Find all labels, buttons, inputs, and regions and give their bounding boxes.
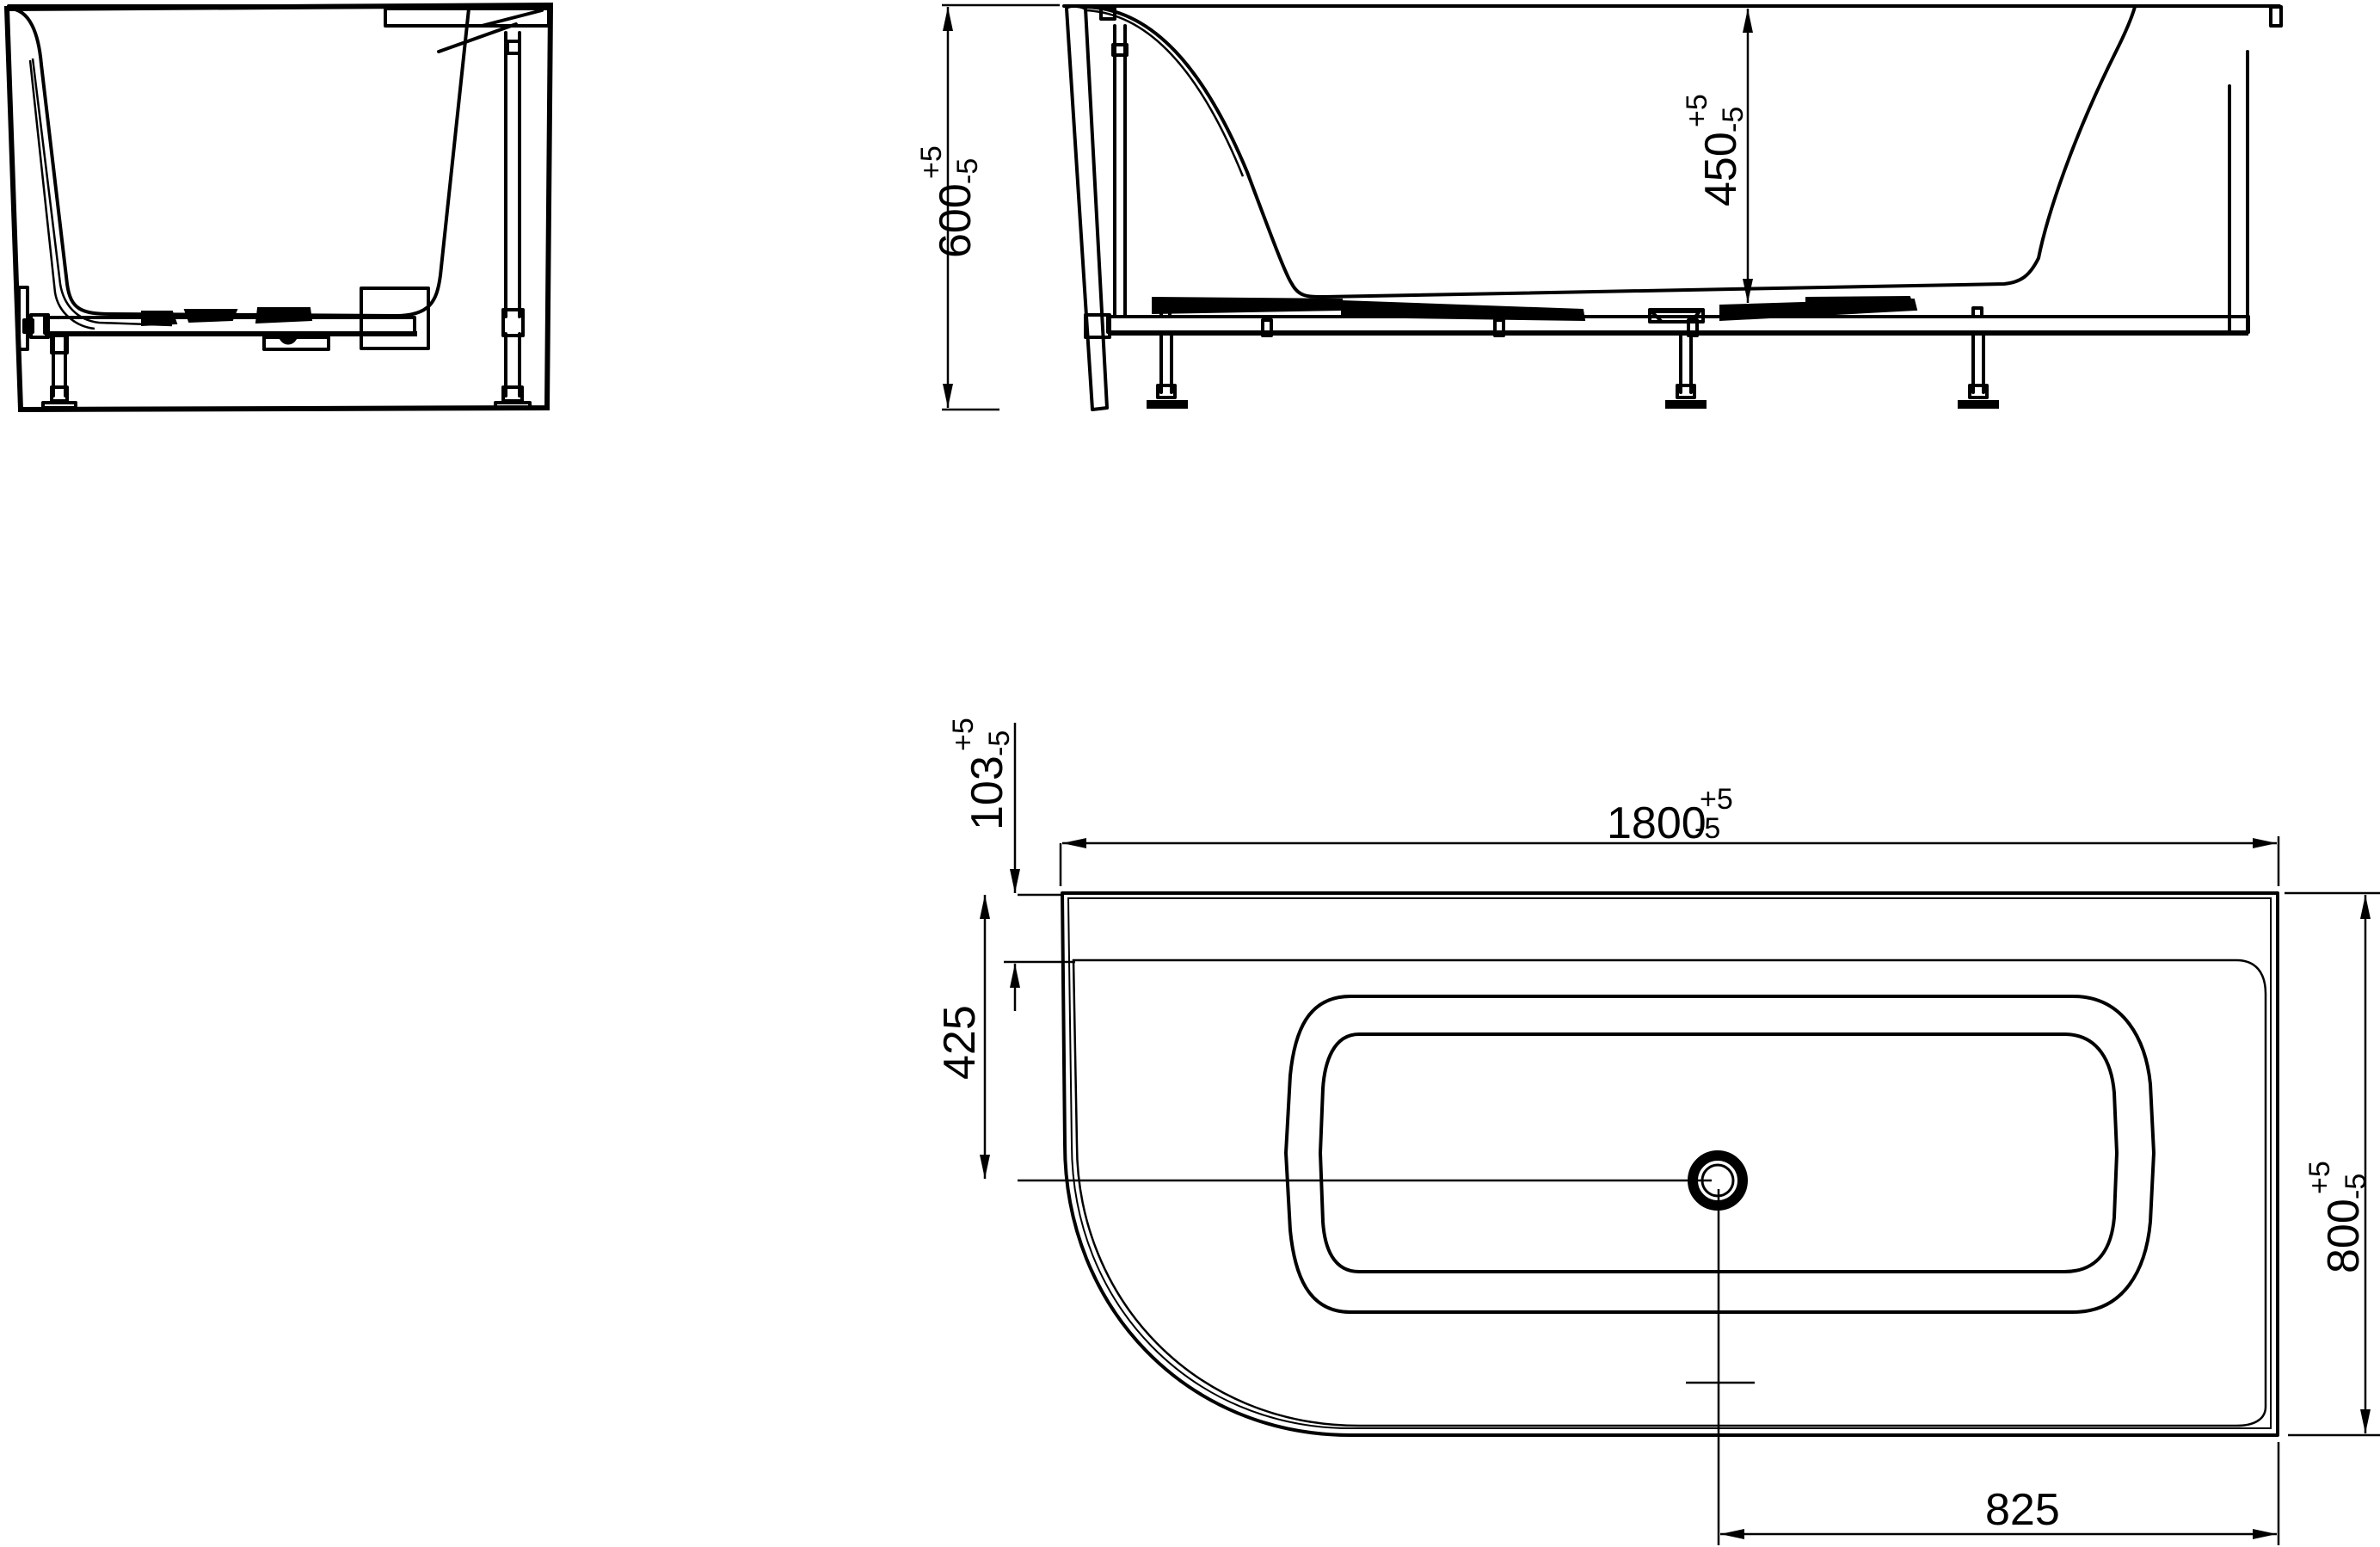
rim-width-tol-minus: -5 [983,730,1016,756]
depth-inner-tol-minus: -5 [1717,107,1750,133]
dimension-height-total: 600 +5 -5 [915,3,1060,411]
side-elevation-view: 600 +5 -5 450 +5 -5 [915,3,2283,411]
rim-width-tol-plus: +5 [947,718,980,751]
side-view-leg-1 [1147,332,1188,409]
dimension-drain-offset-y: 425 [935,895,990,1179]
end-view-leg-left [41,332,77,410]
plan-basin-outer [1284,995,2156,1314]
plan-view: 1800 +5 -5 800 +5 -5 103 [935,718,2380,1545]
width-tol-minus: -5 [2340,1174,2372,1199]
length-tol-minus: -5 [1694,812,1720,845]
tub-shell [7,7,470,317]
plan-rim-inner [1072,958,2267,1427]
dimension-rim-width: 103 +5 -5 [947,718,1075,1011]
height-total-value: 600 [931,183,981,258]
side-view-frame-bar [1106,315,2250,334]
plan-outer-outline [1061,891,2279,1437]
side-view-apron [1065,4,1109,411]
drain-offset-y-value: 425 [935,1005,985,1080]
dimension-depth-inner: 450 +5 -5 [1681,9,1753,303]
length-tol-plus: +5 [1700,783,1733,816]
width-tol-plus: +5 [2303,1161,2336,1194]
length-value: 1800 [1607,798,1707,848]
side-view-leg-2 [1665,332,1707,409]
width-value: 800 [2319,1199,2369,1273]
dimension-length: 1800 +5 -5 [1059,783,2280,886]
rim-width-value: 103 [962,755,1012,830]
end-view-leg-right [494,332,532,410]
depth-inner-value: 450 [1696,132,1746,206]
side-view-shell [1084,5,2137,299]
plan-basin-inner [1319,1032,2119,1273]
end-elevation-view [3,2,554,413]
side-view-leg-3 [1958,332,1999,409]
height-total-tol-plus: +5 [915,145,948,179]
dimension-width: 800 +5 -5 [2285,891,2380,1437]
height-total-tol-minus: -5 [951,158,984,184]
depth-inner-tol-plus: +5 [1681,94,1713,127]
dimension-drain-offset-x: 825 [1720,1442,2280,1545]
drain-offset-x-value: 825 [1985,1485,2060,1535]
